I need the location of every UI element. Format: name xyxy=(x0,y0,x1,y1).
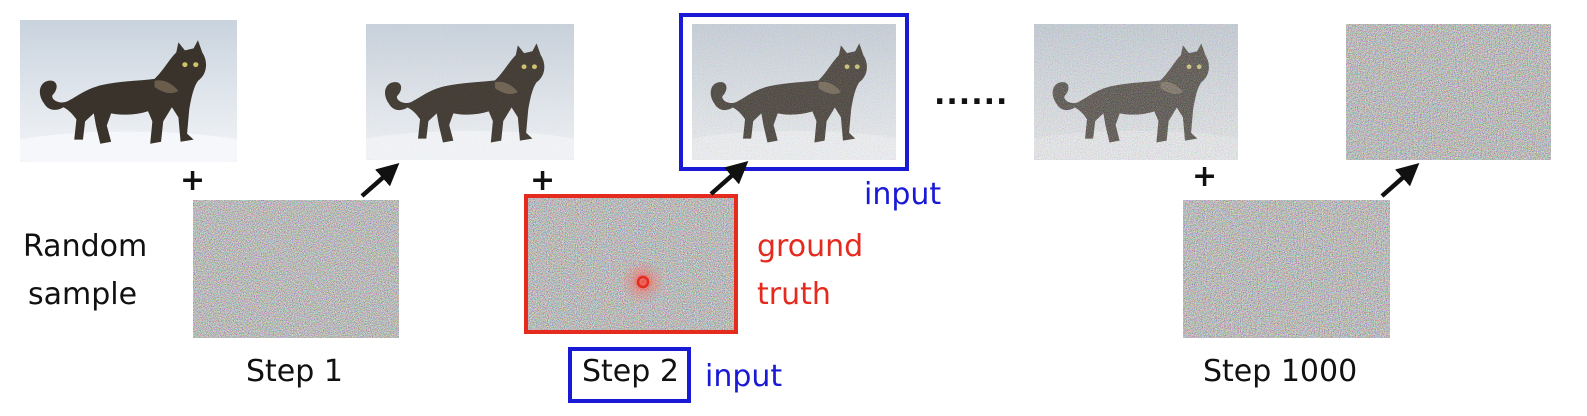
noisy-cat-step1-image xyxy=(366,24,574,160)
arrow-step1 xyxy=(360,163,400,198)
step2-label: Step 2 xyxy=(582,354,679,389)
ground-truth-label-line2: truth xyxy=(757,277,831,312)
step2-label-box xyxy=(568,347,691,403)
plus-sign-step2: + xyxy=(530,163,556,198)
ground-truth-label-line1: ground xyxy=(757,229,864,264)
arrow-step1000 xyxy=(1380,163,1420,198)
noise-sample-step1000 xyxy=(1183,200,1390,338)
cursor-ring xyxy=(636,275,650,289)
random-sample-label-line1: Random xyxy=(23,229,148,264)
step1000-label: Step 1000 xyxy=(1203,354,1358,389)
arrow-step2 xyxy=(709,161,749,196)
noisy-cat-late-image xyxy=(1034,24,1238,160)
input-label-top: input xyxy=(864,177,942,212)
plus-sign-step1: + xyxy=(180,163,206,198)
noisy-cat-step2-image xyxy=(692,24,896,160)
step2-input-highlight-box xyxy=(679,13,909,171)
pure-noise-final-image xyxy=(1346,24,1551,160)
plus-sign-step1000: + xyxy=(1192,159,1218,194)
random-sample-label-line2: sample xyxy=(28,277,138,312)
ellipsis: ...... xyxy=(934,77,1009,112)
noise-sample-step1 xyxy=(193,200,399,338)
step1-label: Step 1 xyxy=(246,354,343,389)
original-cat-image xyxy=(0,20,259,168)
ground-truth-highlight-box xyxy=(524,194,738,334)
cursor-highlight xyxy=(621,260,665,304)
input-label-bottom: input xyxy=(705,359,783,394)
